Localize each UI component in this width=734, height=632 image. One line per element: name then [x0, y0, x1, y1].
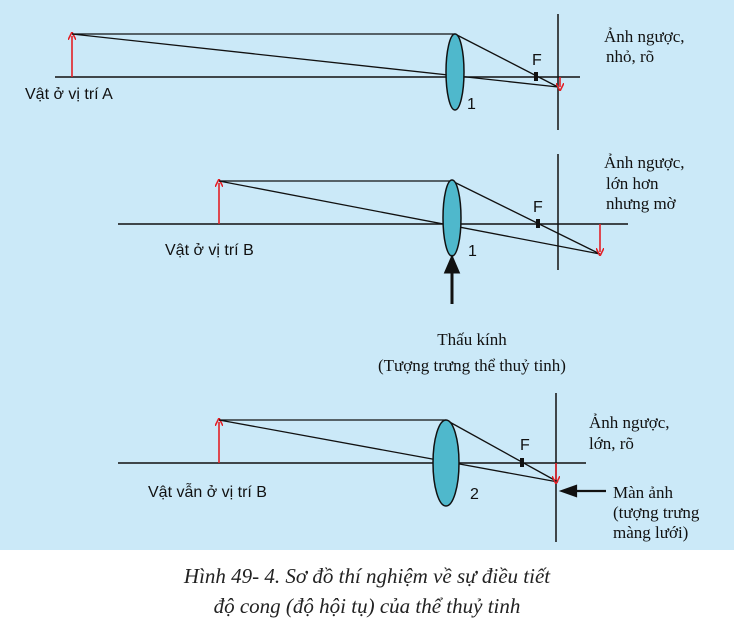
image-desc-line2: lớn hơn: [606, 174, 659, 193]
image-desc-line1: Ảnh ngược,: [589, 413, 670, 432]
screen-label-line2: (tượng trưng: [613, 503, 700, 522]
object-label: Vật vẫn ở vị trí B: [148, 482, 267, 501]
lens-number: 1: [467, 96, 476, 113]
lens-1: [445, 33, 465, 111]
screen-label-line1: Màn ảnh: [613, 483, 673, 502]
center-ray: [218, 180, 601, 255]
screen-label-line3: màng lưới): [613, 523, 688, 542]
diagram-a: Vật ở vị trí A F 1 Ảnh ngược, nhỏ, rõ: [25, 14, 685, 130]
lens-pointer-arrow: [443, 254, 461, 304]
image-desc-line1: Ảnh ngược,: [604, 153, 685, 172]
object-label: Vật ở vị trí A: [25, 86, 113, 103]
image-desc-line2: nhỏ, rõ: [606, 47, 654, 66]
lens-caption-line1: Thấu kính: [437, 330, 507, 349]
focus-mark: [520, 458, 524, 467]
lens-caption-line2: (Tượng trưng thể thuỷ tinh): [378, 356, 566, 375]
refracted-ray: [445, 419, 559, 483]
focus-label: F: [533, 199, 543, 216]
diagram-panel: [0, 0, 734, 550]
diagram-c: Vật vẫn ở vị trí B F 2 Ảnh ngược, lớn, r…: [118, 393, 700, 542]
lens-number: 2: [470, 486, 479, 503]
refracted-ray: [454, 33, 559, 88]
image-desc-line1: Ảnh ngược,: [604, 27, 685, 46]
optics-diagram: Vật ở vị trí A F 1 Ảnh ngược, nhỏ, rõ Vậ…: [25, 14, 700, 542]
lens-number: 1: [468, 243, 477, 260]
lens-1: [442, 179, 462, 257]
focus-label: F: [520, 437, 530, 454]
refracted-ray: [451, 180, 601, 255]
object-label: Vật ở vị trí B: [165, 242, 254, 259]
image-desc-line3: nhưng mờ: [606, 194, 677, 213]
figure-caption-line2: độ cong (độ hội tụ) của thể thuỷ tinh: [213, 594, 521, 618]
focus-mark: [536, 219, 540, 228]
screen-pointer-arrow: [558, 484, 606, 498]
center-ray: [218, 419, 559, 483]
image-desc-line2: lớn, rõ: [589, 434, 634, 453]
diagram-b: Vật ở vị trí B F 1 Ảnh ngược, lớn hơn nh…: [118, 153, 685, 375]
focus-label: F: [532, 52, 542, 69]
focus-mark: [534, 72, 538, 81]
figure-caption-line1: Hình 49- 4. Sơ đồ thí nghiệm về sự điều …: [183, 564, 551, 588]
lens-2: [432, 419, 460, 507]
center-ray: [71, 33, 559, 88]
